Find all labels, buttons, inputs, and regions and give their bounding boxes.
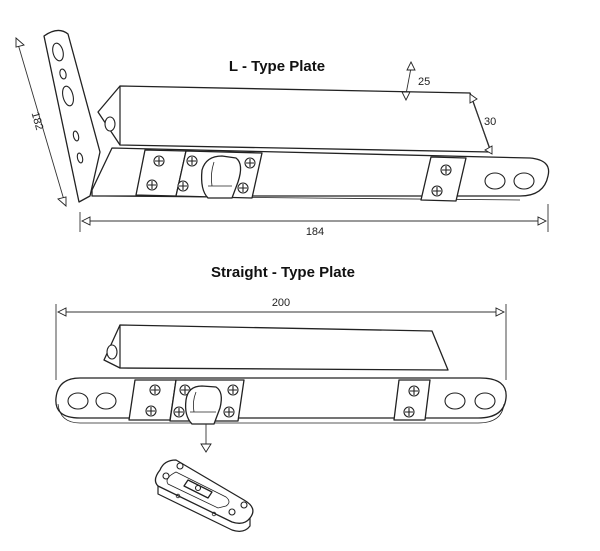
strike-plate-drawing	[154, 459, 254, 532]
screw-icon	[237, 182, 249, 194]
l-type-title: L - Type Plate	[229, 58, 325, 75]
screw-icon	[149, 384, 161, 396]
s-plate-hole	[474, 392, 496, 410]
strike-screw-icon	[228, 508, 236, 516]
strike-plate-inner-rim	[166, 471, 230, 509]
l-plate-hole	[484, 172, 506, 190]
l-body-end-hole	[104, 116, 116, 132]
screw-icon	[186, 155, 198, 167]
s-plate-hole	[67, 392, 89, 410]
s-body-end-hole	[106, 344, 118, 360]
screw-icon	[146, 179, 158, 191]
l-vertical-plate	[43, 29, 101, 203]
strike-screw-icon	[240, 501, 248, 509]
strike-center-hole	[194, 484, 202, 492]
l-plate-hole	[513, 172, 535, 190]
s-plate-hole	[95, 392, 117, 410]
screw-icon	[440, 164, 452, 176]
screw-icon	[244, 157, 256, 169]
dim-25-label: 25	[418, 76, 430, 88]
dim-30-label: 30	[484, 116, 496, 128]
strike-base-dot	[211, 511, 217, 517]
screw-icon	[227, 384, 239, 396]
screw-icon	[223, 406, 235, 418]
screw-icon	[173, 406, 185, 418]
l-vertical-hole	[76, 152, 84, 164]
dim-184-label: 184	[306, 226, 324, 238]
arrow-down-icon	[200, 424, 212, 453]
straight-type-plate-drawing	[55, 324, 507, 425]
screw-icon	[179, 384, 191, 396]
dimension-200: 200	[55, 297, 507, 380]
dim-182-label: 182	[29, 111, 46, 132]
dim-200-label: 200	[272, 297, 290, 309]
dimension-182: 182	[15, 37, 67, 207]
s-bolt-face	[190, 391, 216, 413]
screw-icon	[145, 405, 157, 417]
l-lock-body-top	[97, 85, 492, 153]
dimension-30: 30	[469, 93, 496, 155]
straight-type-title: Straight - Type Plate	[211, 264, 355, 281]
s-plate-hole	[444, 392, 466, 410]
strike-plate-side	[157, 485, 251, 532]
l-bolt	[200, 155, 242, 199]
s-plate-thickness	[57, 403, 505, 424]
l-vertical-hole	[59, 68, 67, 80]
l-vertical-hole	[62, 85, 74, 107]
dimension-25: 25	[401, 60, 430, 102]
strike-base-dot	[175, 493, 181, 499]
screw-icon	[153, 155, 165, 167]
l-vertical-hole	[72, 130, 80, 142]
screw-icon	[408, 385, 420, 397]
s-mounting-pad-right	[393, 379, 431, 421]
screw-icon	[403, 406, 415, 418]
strike-screw-icon	[162, 472, 170, 480]
l-type-plate-drawing	[43, 29, 550, 203]
l-bolt-face	[208, 161, 232, 187]
s-bolt	[184, 385, 222, 425]
s-plate	[55, 377, 507, 419]
s-lock-body-top	[103, 324, 449, 371]
screw-icon	[431, 185, 443, 197]
strike-screw-icon	[176, 462, 184, 470]
l-vertical-hole	[52, 42, 64, 62]
dimension-184: 184	[79, 204, 549, 238]
screw-icon	[177, 180, 189, 192]
